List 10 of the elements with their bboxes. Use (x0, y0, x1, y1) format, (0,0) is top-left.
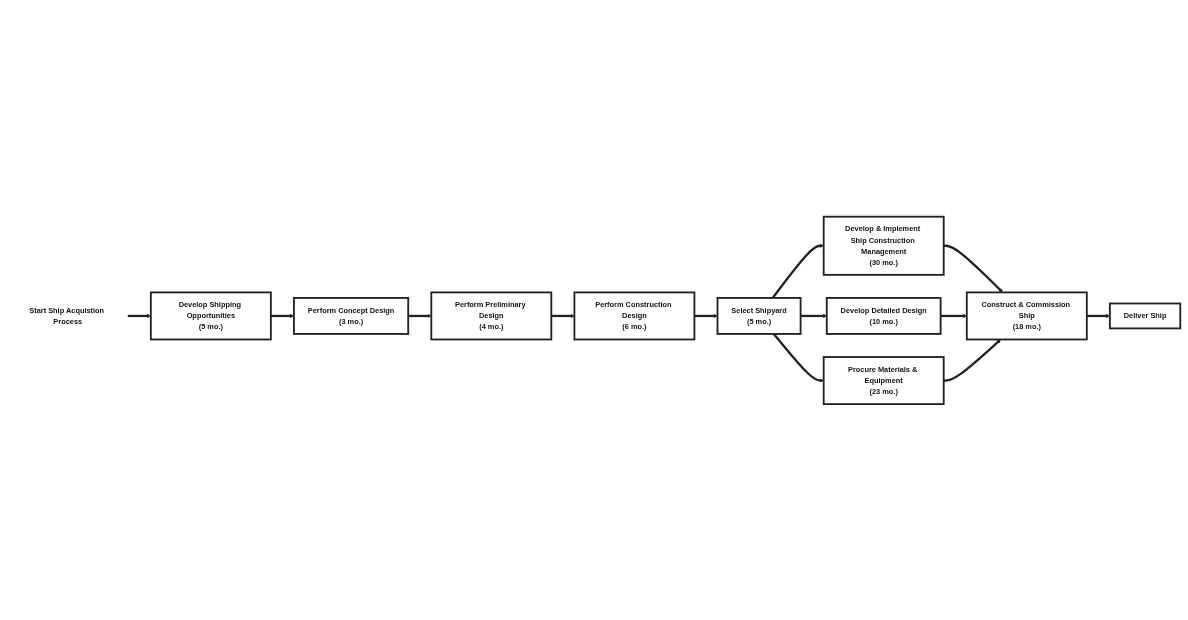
arrow (800, 313, 827, 318)
arrow (408, 313, 432, 318)
arrow (943, 244, 1003, 293)
arrow (771, 243, 824, 299)
arrow (694, 313, 718, 318)
arrow (940, 313, 967, 318)
arrow (551, 313, 575, 318)
arrow (943, 338, 1001, 382)
arrow (127, 313, 151, 318)
arrow (772, 332, 824, 383)
